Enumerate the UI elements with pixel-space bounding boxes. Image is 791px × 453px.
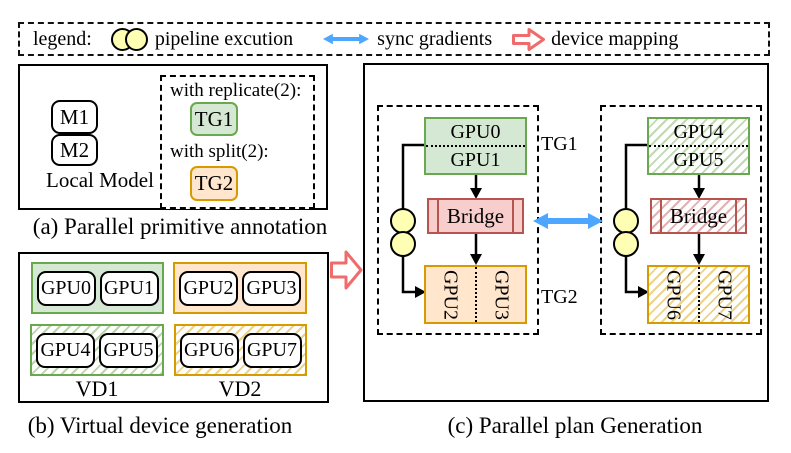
- replicate-annotation-text: with replicate(2):: [170, 80, 302, 101]
- model-block-m2: M2: [51, 134, 98, 166]
- annotation-dashed-box: with replicate(2): TG1 with split(2): TG…: [160, 75, 315, 209]
- tg1-side-label: TG1: [541, 133, 578, 155]
- arrowhead-icon: [638, 286, 649, 298]
- plan-2-replicate-gpus: GPU4 GPU5: [647, 117, 750, 175]
- panel-b-box: GPU0 GPU1 GPU2 GPU3 GPU4 GPU5 GPU6: [18, 252, 329, 403]
- gpu-chip: GPU3: [242, 270, 301, 306]
- tg1-chip: TG1: [190, 102, 238, 136]
- legend-bar: legend: pipeline excution sync gradients…: [18, 22, 770, 56]
- vd2-replicate-group: GPU2 GPU3: [173, 262, 307, 314]
- plan-2-bridge: Bridge: [650, 198, 747, 234]
- gpu-col: GPU6: [649, 267, 700, 322]
- gpu-chip-label: GPU3: [246, 276, 297, 299]
- gpu-col: GPU2: [426, 267, 477, 322]
- gpu-chip: GPU2: [179, 270, 238, 306]
- caption-a: (a) Parallel primitive annotation: [32, 214, 328, 239]
- gpu-chip-label: GPU6: [183, 338, 234, 361]
- gpu-chip: GPU6: [179, 332, 239, 368]
- vd1-replicate-group: GPU0 GPU1: [31, 262, 164, 314]
- sync-gradients-arrow: [533, 213, 603, 229]
- split-annotation-text: with split(2):: [170, 141, 269, 162]
- legend-item-pipeline-label: pipeline excution: [154, 27, 294, 50]
- gpu-row: GPU1: [450, 148, 501, 171]
- tg2-side-label: TG2: [541, 286, 578, 308]
- gpu-col-label: GPU7: [713, 269, 736, 320]
- plan-1-dashed-box: GPU0 GPU1 Bridge GPU2 GPU3: [377, 105, 539, 335]
- arrowhead-icon: [470, 254, 482, 265]
- gpu-row: GPU0: [426, 119, 525, 147]
- legend-item-sync-label: sync gradients: [377, 27, 493, 50]
- gpu-chip-label: GPU1: [103, 276, 154, 299]
- gpu-chip: GPU5: [99, 332, 158, 368]
- gpu-col-label: GPU2: [439, 269, 462, 320]
- model-block-m2-label: M2: [59, 137, 90, 162]
- caption-b: (b) Virtual device generation: [27, 413, 293, 438]
- gpu-chip: GPU0: [36, 270, 96, 306]
- arrowhead-icon: [693, 188, 705, 199]
- plan-2-dashed-box: GPU4 GPU5 Bridge GPU6 GPU7: [600, 105, 762, 335]
- gpu-row: GPU4: [649, 119, 748, 147]
- gpu-col: GPU3: [477, 267, 526, 322]
- gpu-chip-label: GPU4: [40, 338, 91, 361]
- pipeline-circle: [124, 27, 148, 51]
- pipeline-execution-icon: [390, 231, 416, 257]
- legend-item-mapping-label: device mapping: [551, 27, 679, 50]
- local-model-label: Local Model: [46, 168, 154, 192]
- caption-c: (c) Parallel plan Generation: [447, 413, 703, 438]
- model-block-m1: M1: [51, 100, 98, 134]
- gpu-chip-label: GPU5: [103, 338, 154, 361]
- plan-1-replicate-gpus: GPU0 GPU1: [424, 117, 527, 175]
- vd1-split-group: GPU4 GPU5: [30, 324, 164, 376]
- plan-1-bridge: Bridge: [427, 198, 524, 234]
- arrowhead-icon: [693, 254, 705, 265]
- vd2-split-group: GPU6 GPU7: [174, 324, 307, 376]
- gpu-chip: GPU1: [99, 270, 159, 306]
- device-mapping-arrow: [330, 250, 363, 290]
- plan-2-split-gpus: GPU6 GPU7: [647, 265, 750, 324]
- gpu-row: GPU5: [673, 148, 724, 171]
- gpu-chip: GPU4: [36, 332, 95, 368]
- vd2-label: VD2: [218, 376, 262, 401]
- vd1-label: VD1: [75, 376, 119, 401]
- arrowhead-icon: [415, 286, 426, 298]
- tg2-chip-label: TG2: [194, 171, 234, 195]
- gpu-col: GPU7: [700, 267, 749, 322]
- panel-c-box: GPU0 GPU1 Bridge GPU2 GPU3: [363, 63, 769, 402]
- tg2-chip: TG2: [190, 166, 238, 201]
- bridge-label: Bridge: [446, 203, 505, 228]
- tg1-chip-label: TG1: [194, 106, 234, 131]
- arrowhead-icon: [470, 188, 482, 199]
- gpu-chip-label: GPU7: [246, 338, 297, 361]
- gpu-col-label: GPU6: [662, 269, 685, 320]
- pipeline-execution-icon: [613, 231, 639, 257]
- panel-a-box: M1 M2 Local Model with replicate(2): TG1…: [18, 64, 328, 210]
- gpu-chip: GPU7: [242, 332, 302, 368]
- device-mapping-icon: [512, 27, 546, 51]
- gpu-col-label: GPU3: [490, 269, 513, 320]
- plan-1-split-gpus: GPU2 GPU3: [424, 265, 527, 324]
- pipeline-execution-icon: [110, 27, 148, 51]
- gpu-chip-label: GPU0: [40, 276, 91, 299]
- bridge-label: Bridge: [669, 203, 728, 228]
- legend-title: legend:: [33, 27, 92, 50]
- gpu-chip-label: GPU2: [183, 276, 234, 299]
- sync-gradients-icon: [323, 33, 370, 45]
- model-block-m1-label: M1: [59, 104, 90, 129]
